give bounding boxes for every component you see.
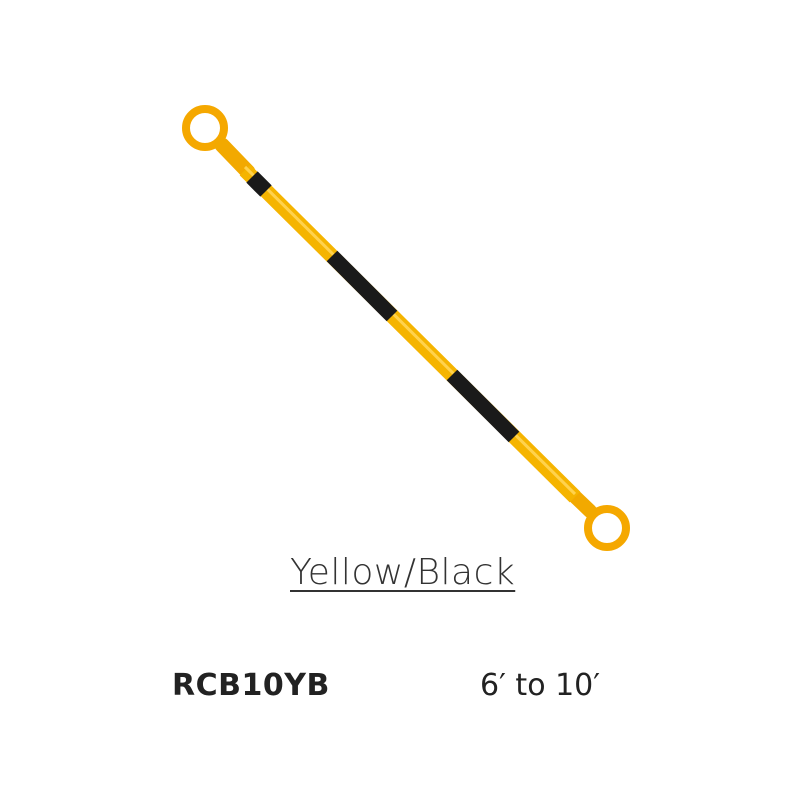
length-range: 6′ to 10′ bbox=[480, 668, 601, 703]
bar-body bbox=[239, 164, 581, 503]
black-band bbox=[446, 369, 520, 443]
cone-bar-image bbox=[182, 105, 630, 551]
retractable-cone-bar-icon bbox=[182, 105, 630, 551]
black-band bbox=[326, 250, 398, 322]
black-band bbox=[246, 171, 272, 197]
top-ring bbox=[182, 105, 228, 151]
color-variant-label: Yellow/Black bbox=[290, 552, 516, 593]
bottom-ring bbox=[584, 505, 630, 551]
sku-code: RCB10YB bbox=[172, 668, 330, 703]
